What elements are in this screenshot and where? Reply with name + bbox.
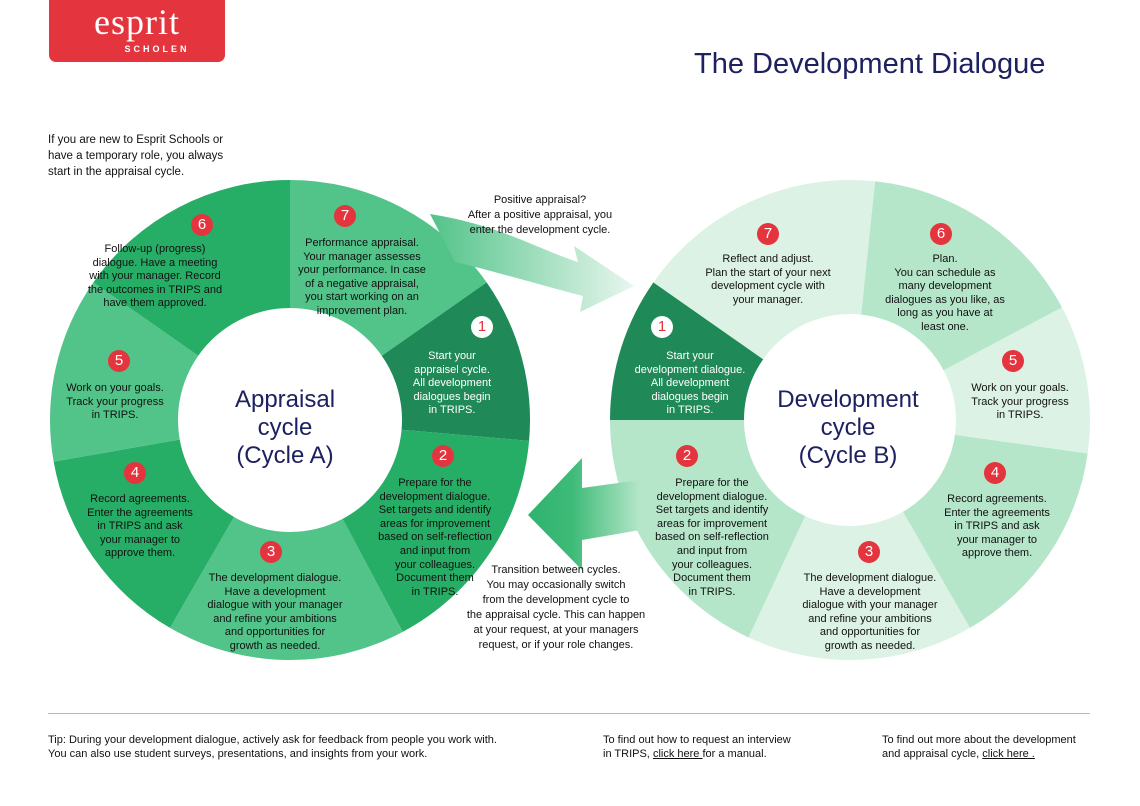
cycle_b-step-number-badge: 4: [984, 462, 1006, 484]
cycle_b-step-text: The development dialogue. Have a develop…: [802, 572, 938, 652]
footer-more: To find out more about the development a…: [882, 733, 1076, 761]
cycle_b-step-number-badge: 7: [757, 223, 779, 245]
manual-text: To find out how to request an interview: [603, 734, 791, 746]
manual-text-3: for a manual.: [702, 748, 767, 760]
cycle_a-segment-2: [342, 429, 530, 632]
footer-tip: Tip: During your development dialogue, a…: [48, 734, 497, 760]
cycle_b-step-text: Start your development dialogue. All dev…: [634, 350, 746, 417]
cycle_b-step-text: Work on your goals. Track your progress …: [971, 382, 1069, 422]
page-title: The Development Dialogue: [694, 48, 1046, 80]
cycle_b-step-number-badge: 6: [930, 223, 952, 245]
transition-note: Transition between cycles. You may occas…: [466, 564, 646, 651]
cycle_b-segment-3: [748, 511, 970, 660]
cycle_a-segment-5: [49, 282, 199, 462]
cycle_b-segment-4: [903, 434, 1088, 628]
positive-appraisal-arrow: [430, 214, 634, 312]
cycle_a-step-text: Work on your goals. Track your progress …: [66, 382, 164, 422]
divider: [48, 713, 1090, 714]
cycle_a-segment-3: [170, 516, 403, 660]
cycle_b-step-text: Prepare for the development dialogue. Se…: [655, 477, 769, 598]
cycle_b-segment-7: [653, 179, 876, 360]
cycle_b-step-number-badge: 2: [676, 445, 698, 467]
more-link[interactable]: click here .: [982, 748, 1035, 760]
cycle_a-step-number-badge: 6: [191, 214, 213, 236]
cycle_a-step-number-badge: 7: [334, 205, 356, 227]
cycle_b-segment-1: [610, 282, 764, 420]
cycle_a-step-number-badge: 2: [432, 445, 454, 467]
cycle_a-step-text: Start your appraisel cycle. All developm…: [412, 350, 492, 417]
esprit-logo: esprit SCHOLEN: [49, 0, 225, 62]
cycle_a-segment-1: [381, 282, 530, 441]
footer-manual: To find out how to request an interview …: [603, 733, 791, 761]
logo-word: esprit: [94, 2, 180, 42]
cycle_b-segment-5: [943, 307, 1090, 454]
cycle_b-step-text: Reflect and adjust. Plan the start of yo…: [705, 253, 831, 306]
positive-appraisal-note: Positive appraisal? After a positive app…: [467, 194, 613, 236]
cycle_a-step-number-badge: 4: [124, 462, 146, 484]
cycle_b-step-number-badge: 5: [1002, 350, 1024, 372]
cycle_a-step-text: Performance appraisal. Your manager asse…: [298, 237, 426, 317]
cycle_b-step-text: Plan. You can schedule as many developme…: [885, 253, 1005, 333]
transition-arrow: [528, 458, 640, 570]
more-text: To find out more about the development: [882, 734, 1076, 746]
cycle_b-step-number-badge: 3: [858, 541, 880, 563]
appraisal-cycle-label: Appraisal cycle (Cycle A): [234, 386, 336, 469]
cycle_b-segment-6: [861, 181, 1062, 371]
cycle_b-step-number-badge: 1: [651, 316, 673, 338]
cycle_b-segment-2: [610, 420, 806, 638]
manual-text-2: in TRIPS,: [603, 748, 653, 760]
development-cycle-label: Development cycle (Cycle B): [777, 386, 919, 469]
cycle_a-step-text: Follow-up (progress) dialogue. Have a me…: [87, 243, 223, 310]
cycle_a-step-number-badge: 5: [108, 350, 130, 372]
cycle_a-step-text: Prepare for the development dialogue. Se…: [378, 477, 492, 598]
manual-link[interactable]: click here: [652, 748, 703, 760]
cycle_b-step-text: Record agreements. Enter the agreements …: [944, 493, 1050, 560]
cycle_a-step-number-badge: 1: [471, 316, 493, 338]
cycle_a-step-text: The development dialogue. Have a develop…: [207, 572, 343, 652]
cycle_a-segment-6: [93, 180, 291, 356]
logo-sub: SCHOLEN: [124, 44, 190, 54]
cycle_a-segment-4: [53, 439, 234, 628]
more-text-2: and appraisal cycle,: [882, 748, 983, 760]
cycle_a-step-number-badge: 3: [260, 541, 282, 563]
cycle_a-step-text: Record agreements. Enter the agreements …: [87, 493, 193, 560]
intro-note: If you are new to Esprit Schools or have…: [48, 134, 224, 178]
